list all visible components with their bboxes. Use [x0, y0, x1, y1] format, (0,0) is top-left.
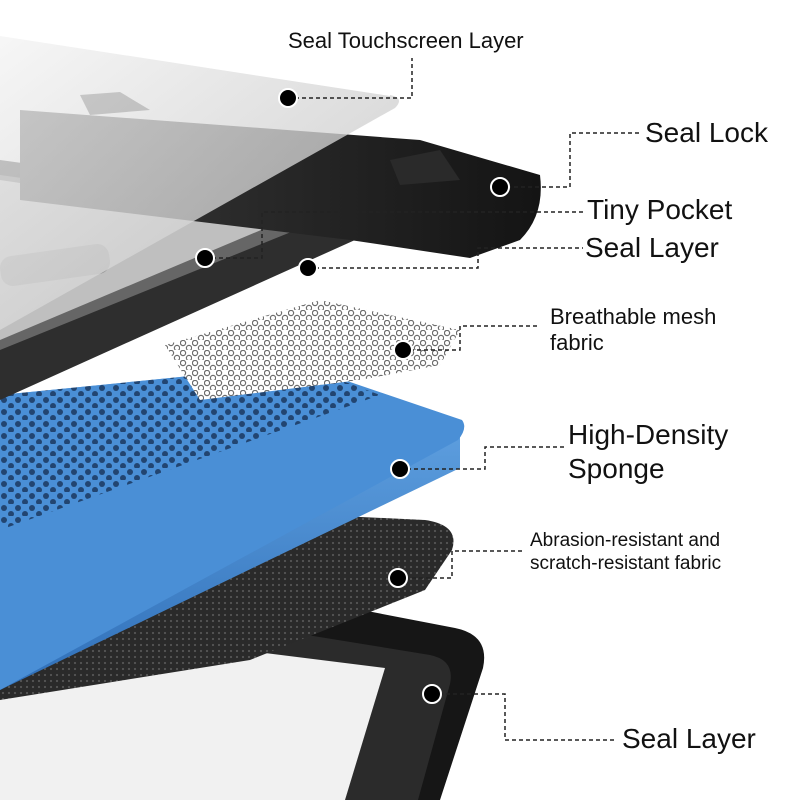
- label-abrasion-fabric: Abrasion-resistant and scratch-resistant…: [530, 530, 722, 574]
- marker-seal-layer-bottom: [422, 684, 442, 704]
- mesh-fabric-layer: [165, 300, 460, 400]
- marker-sponge: [390, 459, 410, 479]
- leader-tiny-pocket: [205, 211, 585, 259]
- marker-seal-touchscreen: [278, 88, 298, 108]
- marker-tiny-pocket: [195, 248, 215, 268]
- leader-mesh: [403, 325, 540, 351]
- marker-mesh: [393, 340, 413, 360]
- label-sponge: High-Density Sponge: [568, 419, 729, 484]
- leader-seal-layer-top: [308, 247, 583, 269]
- label-seal-layer-bottom: Seal Layer: [622, 723, 756, 754]
- leader-seal-touchscreen: [288, 58, 413, 99]
- label-mesh-fabric: Breathable mesh fabric: [550, 304, 717, 356]
- marker-seal-lock: [490, 177, 510, 197]
- sponge-layer: [0, 365, 465, 690]
- label-seal-touchscreen: Seal Touchscreen Layer: [288, 28, 524, 53]
- touchscreen-sheet: [0, 34, 399, 330]
- leader-seal-layer-bottom: [432, 693, 615, 741]
- label-tiny-pocket: Tiny Pocket: [587, 194, 733, 225]
- label-seal-layer-top: Seal Layer: [585, 232, 719, 263]
- marker-seal-layer-top: [298, 258, 318, 278]
- leader-seal-lock: [500, 132, 640, 188]
- label-seal-lock: Seal Lock: [645, 117, 768, 148]
- leader-lines: [205, 58, 640, 741]
- leader-sponge: [400, 446, 565, 470]
- marker-dots: [195, 88, 510, 704]
- marker-abrasion: [388, 568, 408, 588]
